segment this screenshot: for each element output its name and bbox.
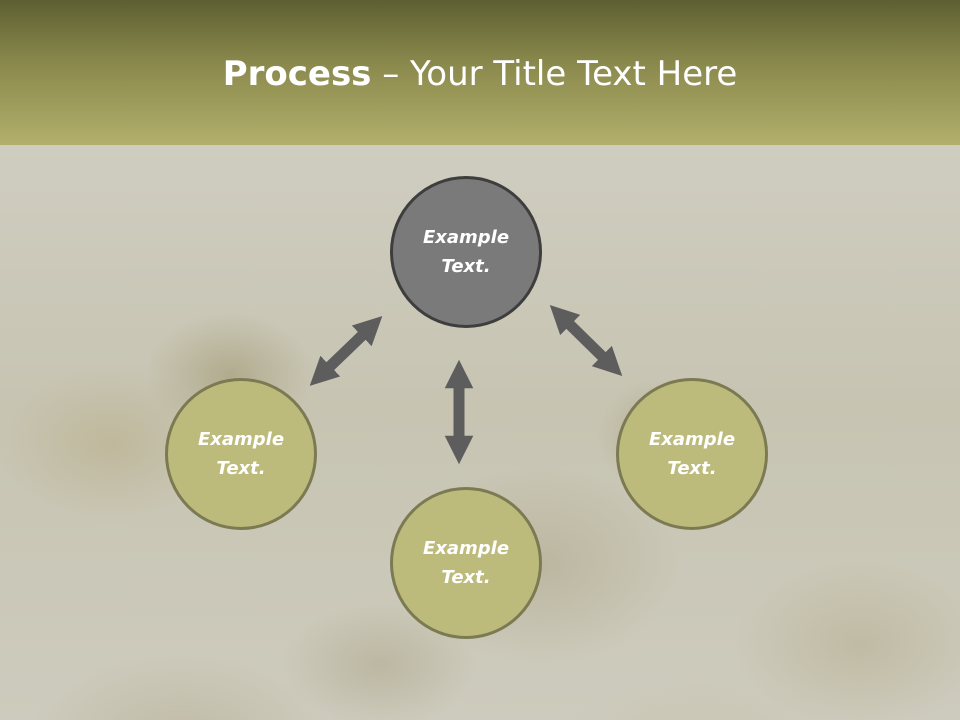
title-bar: Process – Your Title Text Here xyxy=(0,0,960,145)
node-right[interactable]: Example Text. xyxy=(616,378,768,530)
arrow-top-right xyxy=(549,304,623,377)
node-left[interactable]: Example Text. xyxy=(165,378,317,530)
node-left-label: Example Text. xyxy=(197,429,285,479)
slide-title[interactable]: Process – Your Title Text Here xyxy=(0,52,960,96)
node-bottom-label: Example Text. xyxy=(422,538,510,588)
node-right-label: Example Text. xyxy=(648,429,736,479)
node-top[interactable]: Example Text. xyxy=(390,176,542,328)
node-top-label: Example Text. xyxy=(422,227,510,277)
node-bottom[interactable]: Example Text. xyxy=(390,487,542,639)
title-bold: Process xyxy=(222,54,372,94)
title-rest: – Your Title Text Here xyxy=(371,54,738,94)
arrow-top-left xyxy=(309,316,383,386)
